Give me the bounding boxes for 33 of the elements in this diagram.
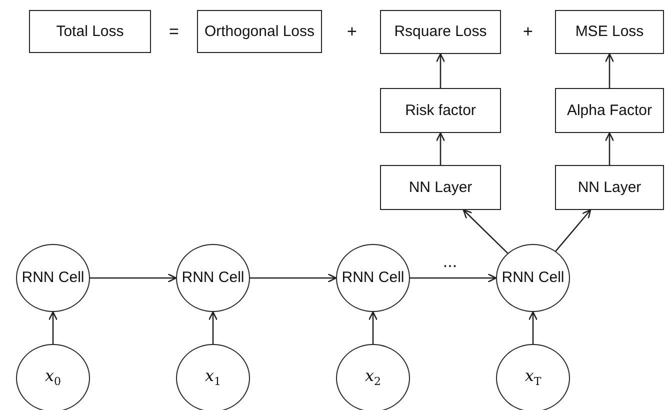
arrow bbox=[436, 53, 446, 88]
process-box: MSE Loss bbox=[555, 10, 664, 54]
ellipsis-text: ... bbox=[442, 252, 458, 272]
operator-symbol: + bbox=[347, 22, 357, 42]
arrow bbox=[462, 209, 508, 254]
process-box: Orthogonal Loss bbox=[197, 10, 322, 53]
arrow bbox=[90, 273, 177, 283]
arrow bbox=[436, 132, 446, 165]
process-box: NN Layer bbox=[380, 165, 501, 210]
process-box: Rsquare Loss bbox=[380, 10, 501, 54]
input-node: x$_{2}$ bbox=[336, 344, 410, 410]
arrow bbox=[368, 311, 378, 344]
operator-symbol: + bbox=[523, 22, 533, 42]
process-box: Risk factor bbox=[380, 88, 501, 133]
input-node: x$_{1}$ bbox=[176, 344, 250, 410]
arrow bbox=[528, 311, 538, 344]
arrow bbox=[410, 273, 497, 283]
arrow bbox=[48, 311, 58, 344]
rnn-cell-node: RNN Cell bbox=[336, 244, 410, 312]
operator-symbol: = bbox=[169, 22, 179, 42]
arrow bbox=[555, 209, 592, 252]
rnn-cell-node: RNN Cell bbox=[496, 244, 570, 312]
arrow bbox=[208, 311, 218, 344]
process-box: NN Layer bbox=[555, 165, 664, 210]
process-box: Total Loss bbox=[29, 10, 151, 53]
rnn-cell-node: RNN Cell bbox=[176, 244, 250, 312]
process-box: Alpha Factor bbox=[555, 88, 664, 133]
arrow bbox=[604, 132, 614, 165]
input-node: x$_{0}$ bbox=[16, 344, 90, 410]
rnn-cell-node: RNN Cell bbox=[16, 244, 90, 312]
arrow bbox=[250, 273, 337, 283]
arrow bbox=[604, 53, 614, 88]
input-node: x$_{T}$ bbox=[496, 344, 570, 410]
